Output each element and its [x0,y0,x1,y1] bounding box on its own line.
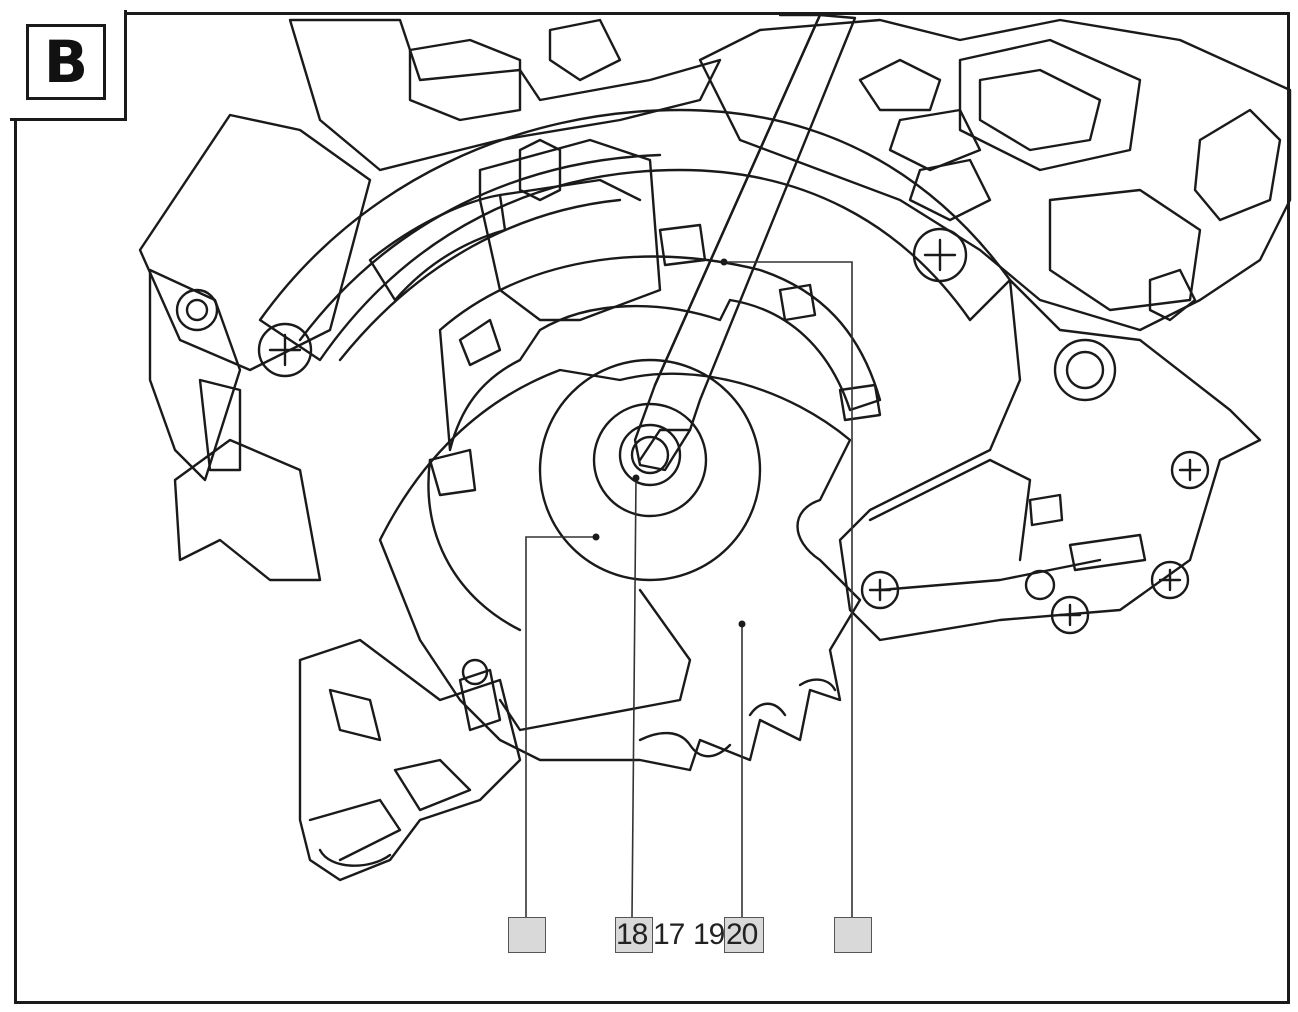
motor-housing [698,18,1292,332]
left-clamp [138,113,372,582]
leader-dot-18 [632,474,640,482]
callout-box-20 [724,917,764,953]
leader-blank-a [525,536,596,917]
blade-flange [427,358,762,632]
leader-18 [631,477,637,918]
callout-label-20: 20 [726,918,758,951]
mounting-bracket [838,278,1262,642]
leader-dot-blank-b [720,258,728,266]
callout-label-18: 18 [616,918,648,951]
callout-label-17: 17 [653,918,685,951]
leader-lines [525,261,853,918]
callout-box-blank-b [834,917,872,953]
callout-box-blank-a [508,917,546,953]
lower-spindle [298,638,522,882]
panel-letter: B [43,28,89,96]
upper-housing [288,18,722,172]
leader-dot-blank-a [592,533,600,541]
callout-box-18 [615,917,653,953]
panel-tag: B [10,10,127,121]
leader-dots [592,258,746,628]
leader-dot-20 [738,620,746,628]
figure-frame [14,12,1290,1004]
lower-guard [428,223,882,497]
panel-tag-inner: B [26,24,106,100]
hex-wrench [633,13,857,472]
callout-label-19: 19 [693,918,725,951]
leader-blank-b [724,261,853,917]
guard-latch [478,138,662,322]
saw-blade [378,368,862,772]
